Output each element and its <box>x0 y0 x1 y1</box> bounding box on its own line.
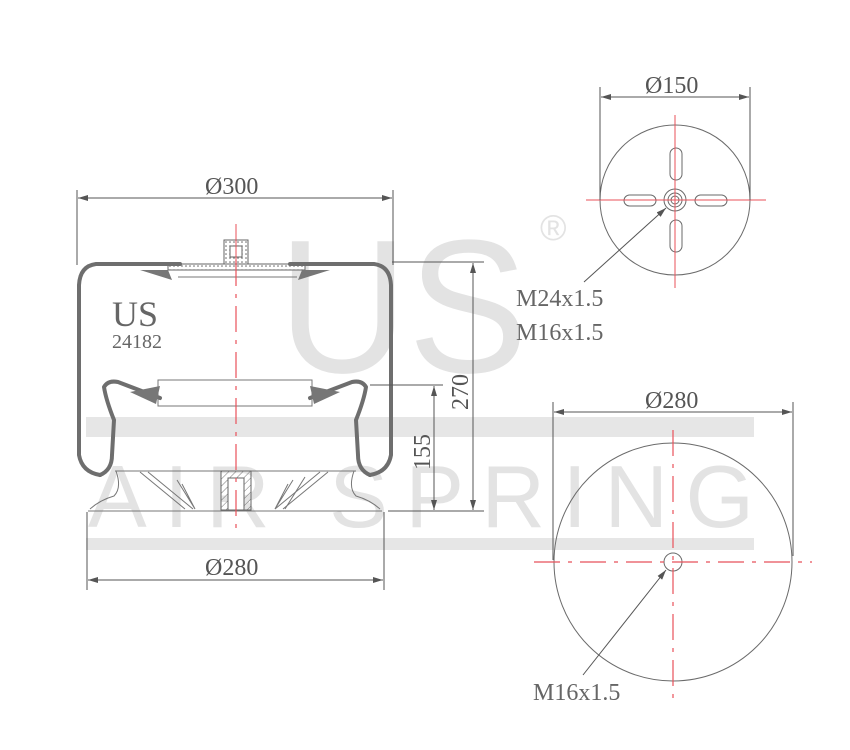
model-number-label: 24182 <box>112 331 162 353</box>
top-plate-slot-top <box>669 147 683 181</box>
watermark-registered-mark: ® <box>540 207 567 248</box>
bottom-piston-diameter-value: Ø280 <box>645 388 698 414</box>
top-bead-wedge-right <box>298 270 330 280</box>
bottom-diameter-value: Ø280 <box>205 555 258 581</box>
bottom-piston-thread-label: M16x1.5 <box>533 680 620 706</box>
watermark-us-letters: US <box>278 201 528 413</box>
bottom-piston-view: Ø280 M16x1.5 <box>533 388 812 706</box>
dimension-top-diameter: Ø300 <box>76 174 394 265</box>
top-plate-thread-label-1: M24x1.5 <box>516 286 603 312</box>
dimension-piston-height: 155 <box>370 384 443 510</box>
piston-rim-wedge-right <box>310 386 340 404</box>
dimension-bottom-diameter: Ø280 <box>86 512 385 590</box>
bellow-inner-lobe-right <box>308 379 372 477</box>
overall-height-value: 270 <box>448 374 474 410</box>
piston-height-value: 155 <box>410 434 436 470</box>
top-plate-slot-bottom <box>669 219 683 253</box>
top-plate-view: Ø150 M24x1.5 M16x1.5 <box>516 73 766 346</box>
side-view: US 24182 Ø300 Ø280 270 155 <box>76 174 484 590</box>
dimension-overall-height: 270 <box>388 261 484 512</box>
top-plate-thread-leader <box>583 207 667 283</box>
top-plate-diameter-value: Ø150 <box>645 73 698 99</box>
piston-rim-wedge-left <box>130 386 160 404</box>
bellow-inner-lobe-left <box>98 379 162 477</box>
top-bead-wedge-left <box>140 270 172 280</box>
watermark-bottom-bar <box>86 538 754 550</box>
piston-ribs <box>139 471 329 510</box>
top-plate-thread-label-2: M16x1.5 <box>516 320 603 346</box>
watermark-top-bar <box>86 417 754 437</box>
bellow-outer-wall <box>77 262 393 477</box>
top-diameter-value: Ø300 <box>205 174 258 200</box>
watermark: US ® AIR SPRING <box>86 201 754 550</box>
model-brand-label: US <box>112 294 158 334</box>
bottom-piston-thread-leader <box>582 569 667 676</box>
